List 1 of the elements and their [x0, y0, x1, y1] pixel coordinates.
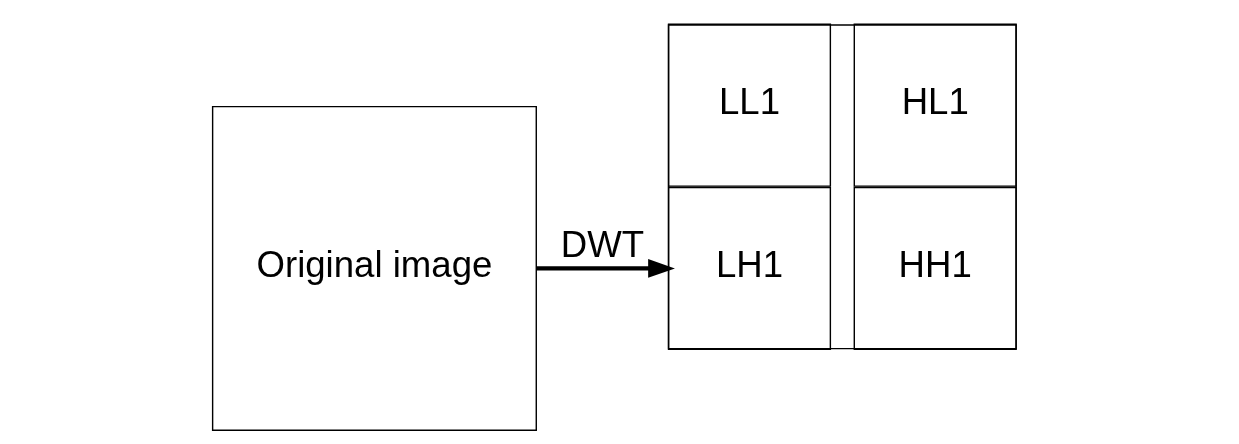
edge-label: DWT: [560, 223, 644, 265]
